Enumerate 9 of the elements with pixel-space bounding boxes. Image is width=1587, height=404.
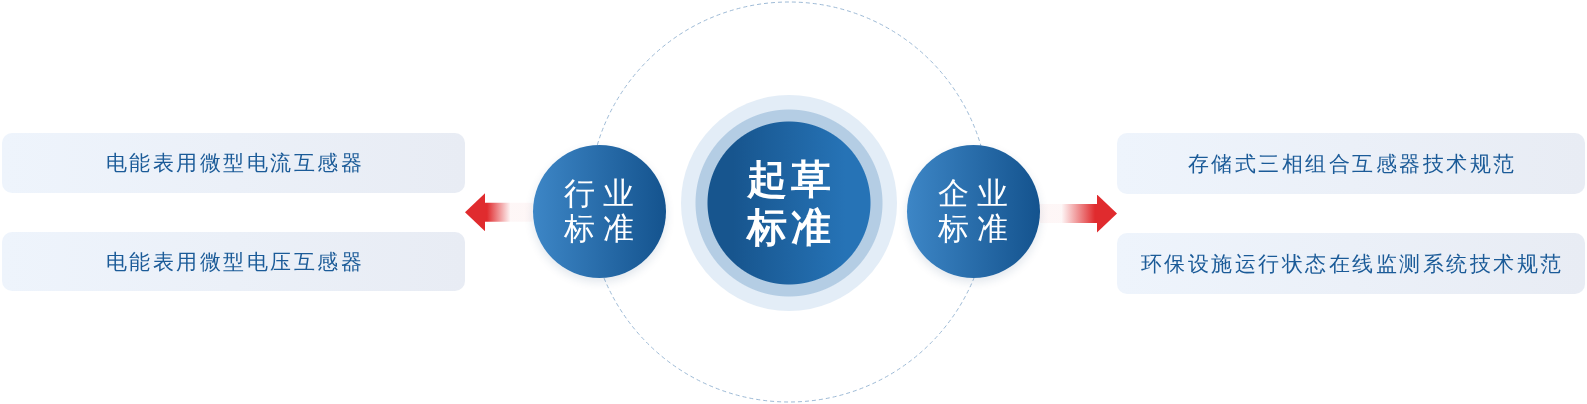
- standard-title: 行业标准: [563, 176, 643, 246]
- arrow: [1039, 194, 1117, 233]
- standard-name: 环保设施运行状态在线监测系统技术规范: [1139, 250, 1564, 277]
- standard-name: 电能表用微型电流互感器: [104, 150, 364, 176]
- standard-name: 存储式三相组合互感器技术规范: [1186, 150, 1517, 177]
- standard-title: 企业标准: [937, 176, 1017, 246]
- standard-name: 电能表用微型电压互感器: [104, 248, 364, 275]
- standard-title: 起草标准: [745, 155, 836, 251]
- arrow: [465, 193, 533, 232]
